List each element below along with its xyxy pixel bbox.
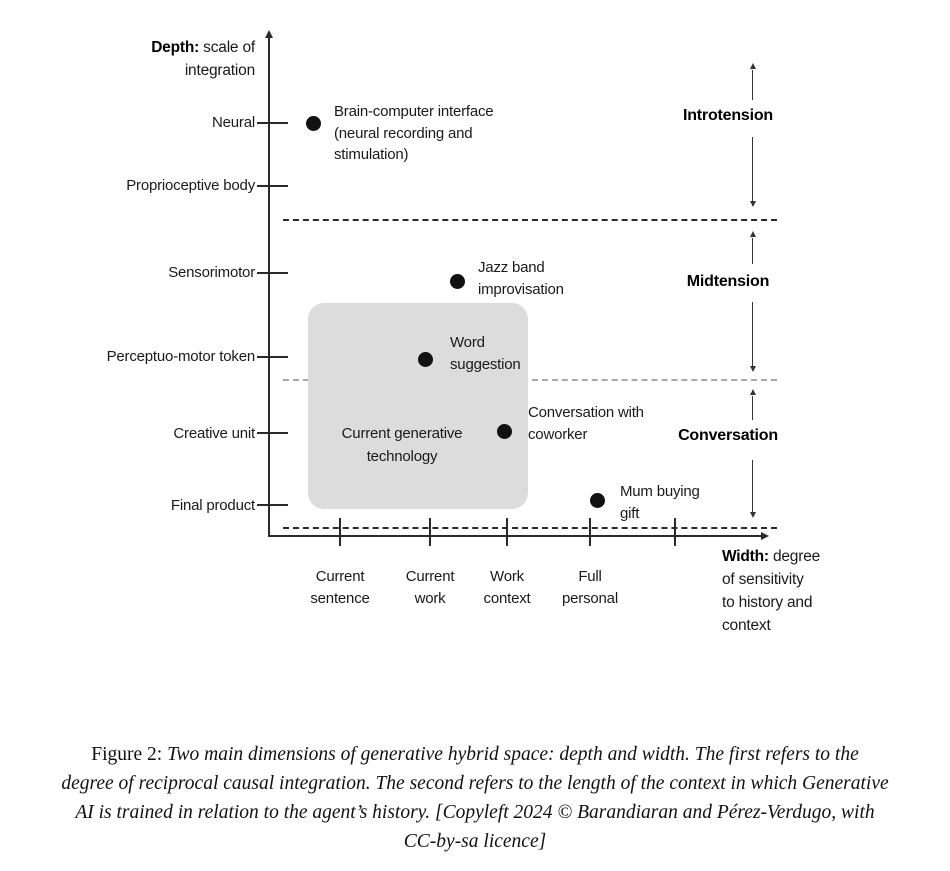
- y-tick-label-creative-unit: Creative unit: [173, 425, 255, 442]
- y-tick-neural: [257, 122, 288, 124]
- current-generative-technology-label: Current generative technology: [341, 425, 463, 465]
- conversation-arrowhead-up-icon: [750, 389, 756, 395]
- y-axis-line: [268, 38, 270, 537]
- introtension-arrow-lower: [752, 137, 753, 201]
- x-tick-label-current-sentence: Current sentence: [310, 568, 370, 607]
- conversation-arrow-lower: [752, 460, 753, 512]
- depth-axis-title-rest: scale of: [199, 39, 255, 56]
- point-label-mum-buying-gift: Mum buying gift: [620, 483, 700, 522]
- point-label-conversation-with-coworker: Conversation with coworker: [528, 404, 644, 443]
- midtension-arrow-lower: [752, 302, 753, 366]
- x-tick-label-current-work: Current work: [405, 568, 455, 607]
- x-tick-work-context: [506, 518, 508, 546]
- dashed-separator-introtension: [283, 219, 777, 221]
- caption-line-1: Figure 2: Two main dimensions of generat…: [91, 744, 859, 765]
- x-tick-unlabeled: [674, 518, 676, 546]
- region-label-conversation: Conversation: [678, 427, 778, 444]
- dashed-separator-conversation: [283, 527, 777, 529]
- y-tick-proprioceptive-body: [257, 185, 288, 187]
- x-tick-full-personal: [589, 518, 591, 546]
- y-tick-label-final-product: Final product: [170, 497, 255, 514]
- caption-figure-number: Figure 2:: [91, 744, 163, 765]
- y-tick-sensorimotor: [257, 272, 288, 274]
- point-word-suggestion: [418, 352, 433, 367]
- y-tick-perceptuo-motor-token: [257, 356, 288, 358]
- y-tick-creative-unit: [257, 432, 288, 434]
- introtension-arrowhead-up-icon: [750, 63, 756, 69]
- x-tick-label-work-context: Work context: [483, 568, 531, 607]
- depth-axis-title-bold: Depth:: [151, 39, 200, 56]
- x-tick-current-work: [429, 518, 431, 546]
- current-generative-technology-box: [308, 303, 528, 509]
- region-label-introtension: Introtension: [682, 107, 774, 124]
- width-axis-title-rest: degree: [768, 548, 821, 565]
- point-label-word-suggestion: Word suggestion: [450, 334, 521, 373]
- midtension-arrow-upper: [752, 238, 753, 264]
- x-axis-line: [268, 535, 763, 537]
- y-tick-label-proprioceptive-body: Proprioceptive body: [126, 177, 255, 194]
- introtension-arrow-upper: [752, 70, 753, 100]
- figure-caption: Figure 2: Two main dimensions of generat…: [15, 740, 935, 856]
- point-jazz-band-improvisation: [450, 274, 465, 289]
- depth-axis-title-line2: integration: [184, 62, 255, 79]
- y-axis-arrowhead-icon: [265, 30, 273, 38]
- x-tick-current-sentence: [339, 518, 341, 546]
- point-label-jazz-band-improvisation: Jazz band improvisation: [478, 259, 564, 298]
- midtension-arrowhead-up-icon: [750, 231, 756, 237]
- introtension-arrowhead-down-icon: [750, 201, 756, 207]
- point-brain-computer-interface: [306, 116, 321, 131]
- y-tick-label-sensorimotor: Sensorimotor: [168, 264, 255, 281]
- region-label-midtension: Midtension: [686, 273, 770, 290]
- width-axis-title-bold: Width:: [722, 548, 769, 565]
- width-axis-title: Width: degree of sensitivity to history …: [722, 548, 821, 634]
- x-tick-label-full-personal: Full personal: [562, 568, 618, 607]
- caption-line-2: degree of reciprocal causal integration.…: [61, 773, 889, 794]
- conversation-arrowhead-down-icon: [750, 512, 756, 518]
- point-mum-buying-gift: [590, 493, 605, 508]
- conversation-arrow-upper: [752, 396, 753, 420]
- caption-line-4: CC-by-sa licence]: [403, 831, 547, 852]
- point-conversation-with-coworker: [497, 424, 512, 439]
- x-axis-arrowhead-icon: [761, 532, 769, 540]
- midtension-arrowhead-down-icon: [750, 366, 756, 372]
- y-tick-label-neural: Neural: [212, 114, 255, 131]
- y-tick-final-product: [257, 504, 288, 506]
- y-tick-label-perceptuo-motor-token: Perceptuo-motor token: [106, 348, 256, 365]
- dashed-separator-midtension: [283, 379, 777, 381]
- point-label-brain-computer-interface: Brain-computer interface (neural recordi…: [334, 103, 494, 163]
- caption-line-3: AI is trained in relation to the agent’s…: [75, 802, 875, 823]
- depth-axis-title: Depth: scale of integration: [40, 36, 255, 82]
